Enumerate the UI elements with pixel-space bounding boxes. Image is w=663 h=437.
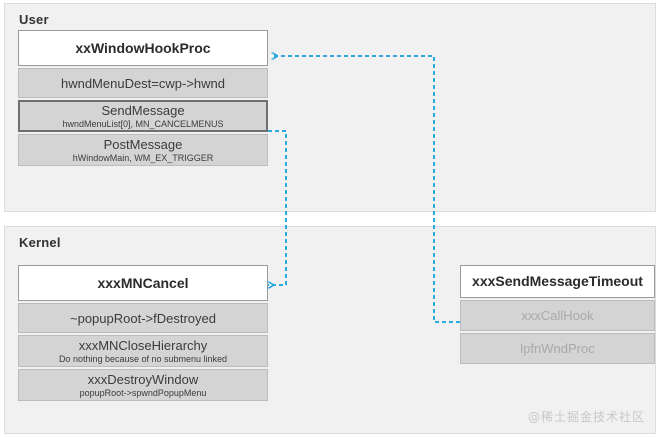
stack-kernel-sendmessagetimeout: xxxSendMessageTimeout xxxCallHook lpfnWn… [460,265,655,364]
node-title: PostMessage [103,136,183,152]
node-xxxmncancel[interactable]: xxxMNCancel [18,265,268,301]
node-subtitle: Do nothing because of no submenu linked [58,353,228,364]
node-popuproot-fdestroyed[interactable]: ~popupRoot->fDestroyed [18,303,268,333]
node-title: xxxMNCloseHierarchy [78,337,208,353]
node-xxxcallhook[interactable]: xxxCallHook [460,300,655,331]
node-xxxmnclosehierarchy[interactable]: xxxMNCloseHierarchy Do nothing because o… [18,335,268,367]
node-lpfnwndproc[interactable]: lpfnWndProc [460,333,655,364]
node-postmessage[interactable]: PostMessage hWindowMain, WM_EX_TRIGGER [18,134,268,166]
lane-kernel-title: Kernel [19,235,61,250]
stack-user-main: xxWindowHookProc hwndMenuDest=cwp->hwnd … [18,30,268,166]
node-xxxsendmessagetimeout[interactable]: xxxSendMessageTimeout [460,265,655,298]
node-xxwindowhookproc[interactable]: xxWindowHookProc [18,30,268,66]
node-title: xxxCallHook [521,308,594,323]
node-subtitle: hWindowMain, WM_EX_TRIGGER [72,152,214,163]
node-subtitle: popupRoot->spwndPopupMenu [79,387,207,398]
stack-kernel-main: xxxMNCancel ~popupRoot->fDestroyed xxxMN… [18,265,268,401]
node-title: hwndMenuDest=cwp->hwnd [60,75,226,91]
node-title: xxWindowHookProc [75,39,211,56]
node-hwndmenudest[interactable]: hwndMenuDest=cwp->hwnd [18,68,268,98]
node-sendmessage[interactable]: SendMessage hwndMenuList[0], MN_CANCELME… [18,100,268,132]
node-title: xxxDestroyWindow [87,371,199,387]
node-subtitle: hwndMenuList[0], MN_CANCELMENUS [62,118,224,129]
node-title: xxxSendMessageTimeout [472,273,643,289]
node-title: xxxMNCancel [97,274,189,291]
node-title: SendMessage [101,102,185,118]
watermark: @稀土掘金技术社区 [527,410,645,424]
node-title: lpfnWndProc [520,341,595,356]
node-title: ~popupRoot->fDestroyed [70,310,216,326]
node-xxxdestroywindow[interactable]: xxxDestroyWindow popupRoot->spwndPopupMe… [18,369,268,401]
lane-user-title: User [19,12,49,27]
